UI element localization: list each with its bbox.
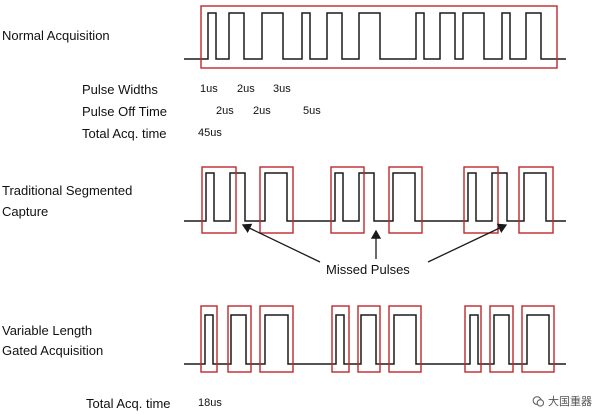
normal-acquisition-label: Normal Acquisition xyxy=(2,28,110,43)
gate-window xyxy=(200,305,218,373)
segment-window xyxy=(463,166,499,234)
watermark: 大国重器 xyxy=(532,393,592,409)
missed-pulse-arrows xyxy=(241,223,508,263)
bottom-total-acq-time-value: 18us xyxy=(198,397,222,409)
traditional-segmented-label-line1: Traditional Segmented xyxy=(2,183,133,198)
gate-window xyxy=(388,305,422,373)
gate-window xyxy=(357,305,381,373)
segment-window xyxy=(388,166,423,234)
variable-length-label-line2: Gated Acquisition xyxy=(2,343,104,358)
pulse-widths-label: Pulse Widths xyxy=(82,82,158,97)
traditional-signal xyxy=(184,172,566,222)
traditional-segmented-label-line2: Capture xyxy=(2,204,49,219)
pulse-width-value: 2us xyxy=(237,83,255,95)
pulse-off-time-value: 5us xyxy=(303,105,321,117)
pulse-off-time-label: Pulse Off Time xyxy=(82,104,168,119)
missed-pulses-label: Missed Pulses xyxy=(326,262,410,277)
pulse-width-value: 1us xyxy=(200,83,218,95)
bottom-total-acq-time-label: Total Acq. time xyxy=(86,396,171,411)
gate-window xyxy=(227,305,252,373)
gate-window xyxy=(464,305,482,373)
total-acq-time-label: Total Acq. time xyxy=(82,126,167,141)
traditional-segmented-waveform xyxy=(184,166,566,234)
variable-length-waveform xyxy=(184,305,566,373)
missed-pulse-arrow xyxy=(427,223,508,263)
pulse-width-value: 3us xyxy=(273,83,291,95)
normal-signal xyxy=(184,12,566,60)
variable-length-label-line1: Variable Length xyxy=(2,323,93,338)
variable-signal xyxy=(184,314,566,365)
wechat-logo-icon xyxy=(532,395,545,407)
segment-window xyxy=(201,166,237,234)
gate-window xyxy=(259,305,294,373)
segment-window xyxy=(259,166,294,234)
segment-window xyxy=(330,166,365,234)
segment-window xyxy=(518,166,554,234)
gate-window xyxy=(489,305,514,373)
acquisition-window xyxy=(200,5,558,69)
gate-window xyxy=(521,305,555,373)
missed-pulse-arrow xyxy=(241,223,321,263)
gate-window xyxy=(331,305,350,373)
pulse-off-time-value: 2us xyxy=(253,105,271,117)
watermark-text: 大国重器 xyxy=(548,396,592,408)
pulse-off-time-value: 2us xyxy=(216,105,234,117)
total-acq-time-value: 45us xyxy=(198,127,222,139)
normal-acquisition-waveform xyxy=(184,5,566,69)
